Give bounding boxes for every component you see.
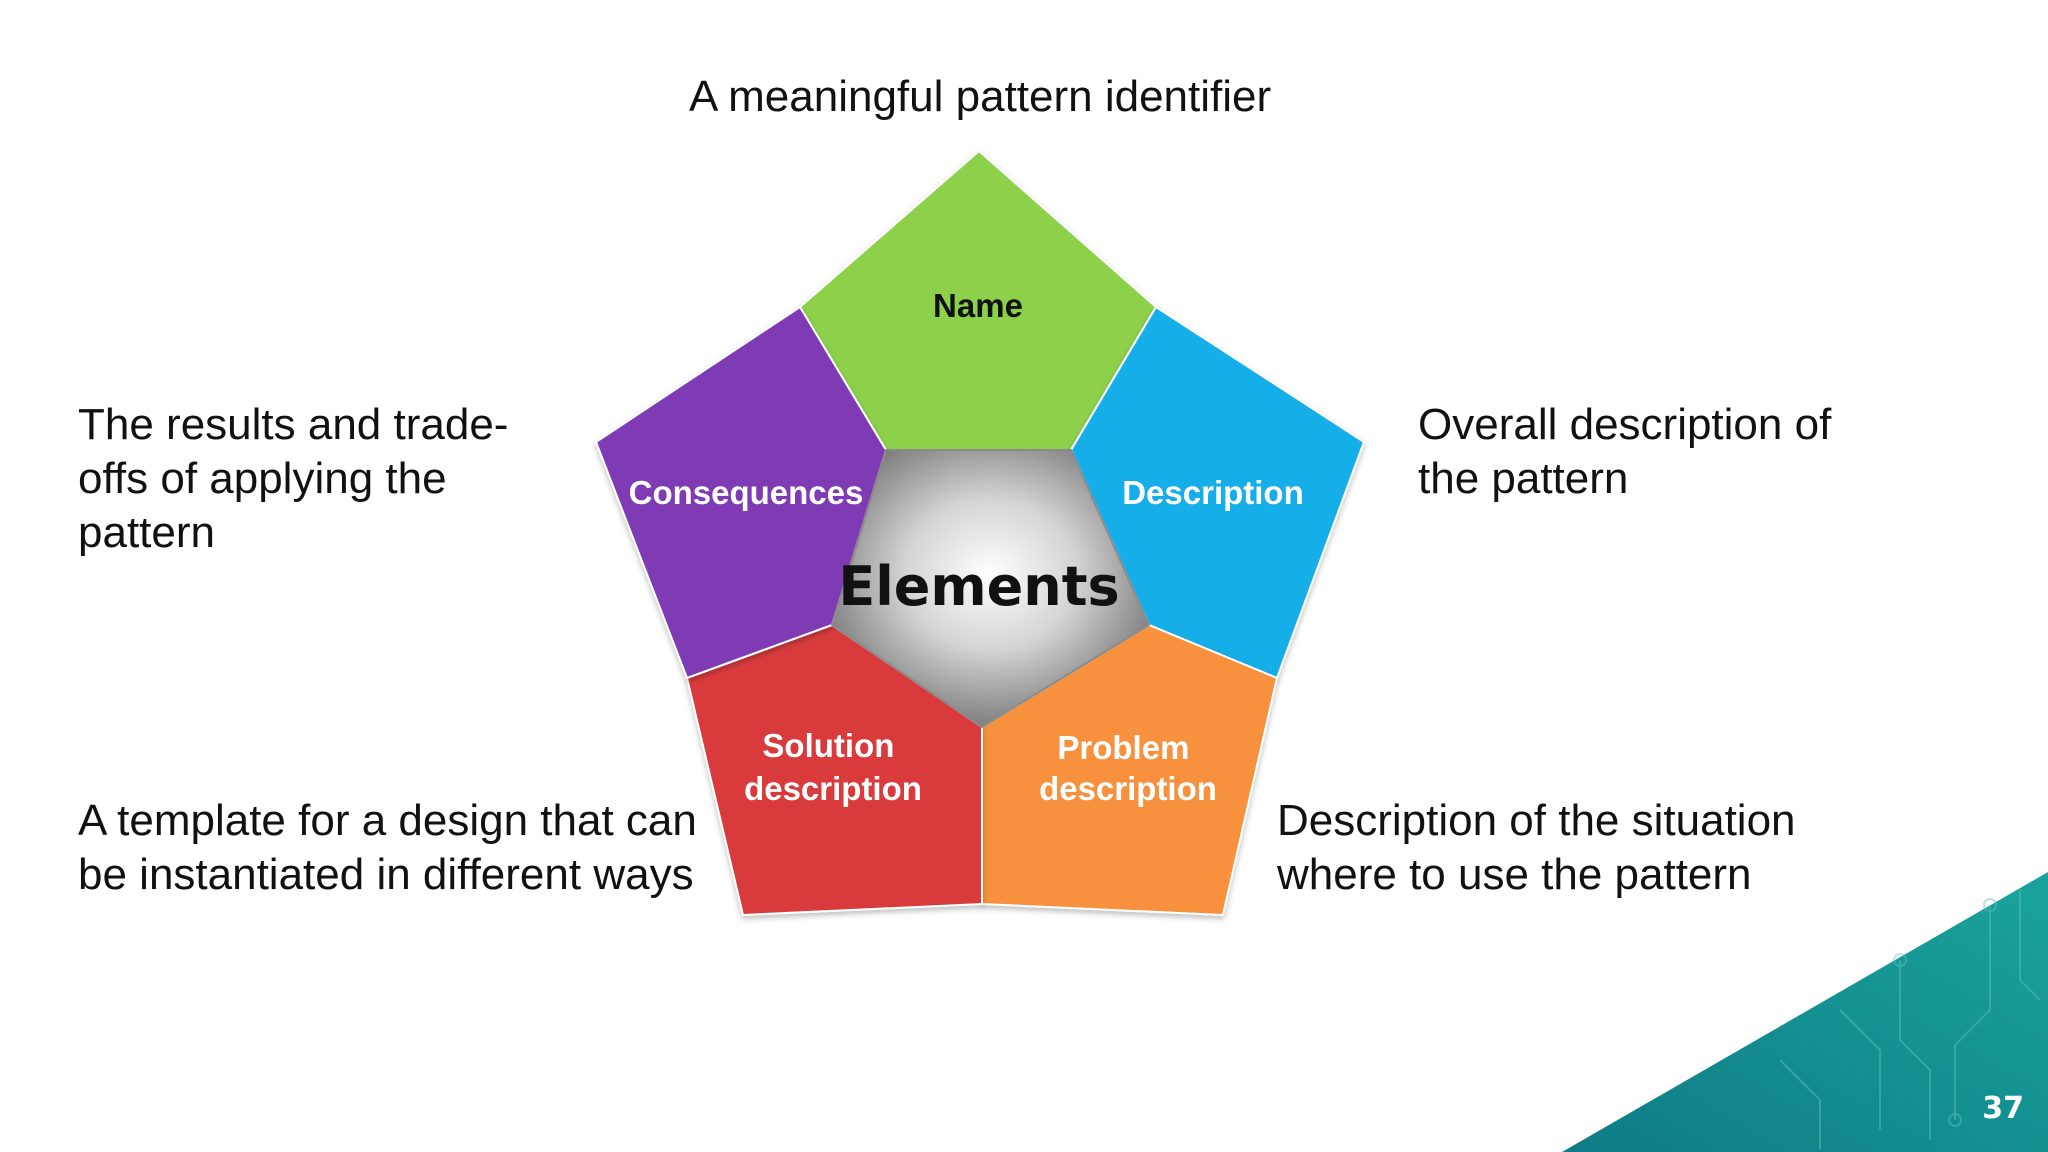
solution-description-text: A template for a design that can be inst…	[78, 796, 697, 899]
label-problem-line-2: description	[1039, 770, 1217, 807]
center-label: Elements	[838, 555, 1119, 618]
label-description-line-1: Description	[1122, 474, 1304, 511]
label-solution-line-1: Solution	[762, 727, 894, 764]
label-solution-line-2: description	[744, 770, 922, 807]
circuit-pattern	[1779, 890, 2041, 1150]
label-consequences-line-1: Consequences	[629, 474, 864, 511]
label-solution-description: Solution description	[744, 727, 922, 807]
description-description: Overall description of the pattern	[1418, 400, 1832, 503]
label-description: Description	[1122, 474, 1304, 511]
label-name-line-1: Name	[933, 287, 1023, 324]
consequences-description: The results and trade-offs of applying t…	[78, 400, 509, 557]
label-problem-line-1: Problem	[1057, 729, 1189, 766]
segment-consequences	[594, 305, 888, 680]
name-description: A meaningful pattern identifier	[689, 72, 1272, 121]
label-consequences: Consequences	[629, 474, 864, 511]
label-problem-description: Problem description	[1039, 729, 1217, 807]
problem-description-text: Description of the situation where to us…	[1277, 796, 1796, 899]
center-pentagon	[830, 449, 1151, 729]
page-number: 37	[1982, 1091, 2024, 1126]
corner-decoration	[1562, 872, 2048, 1152]
label-name: Name	[933, 287, 1023, 324]
